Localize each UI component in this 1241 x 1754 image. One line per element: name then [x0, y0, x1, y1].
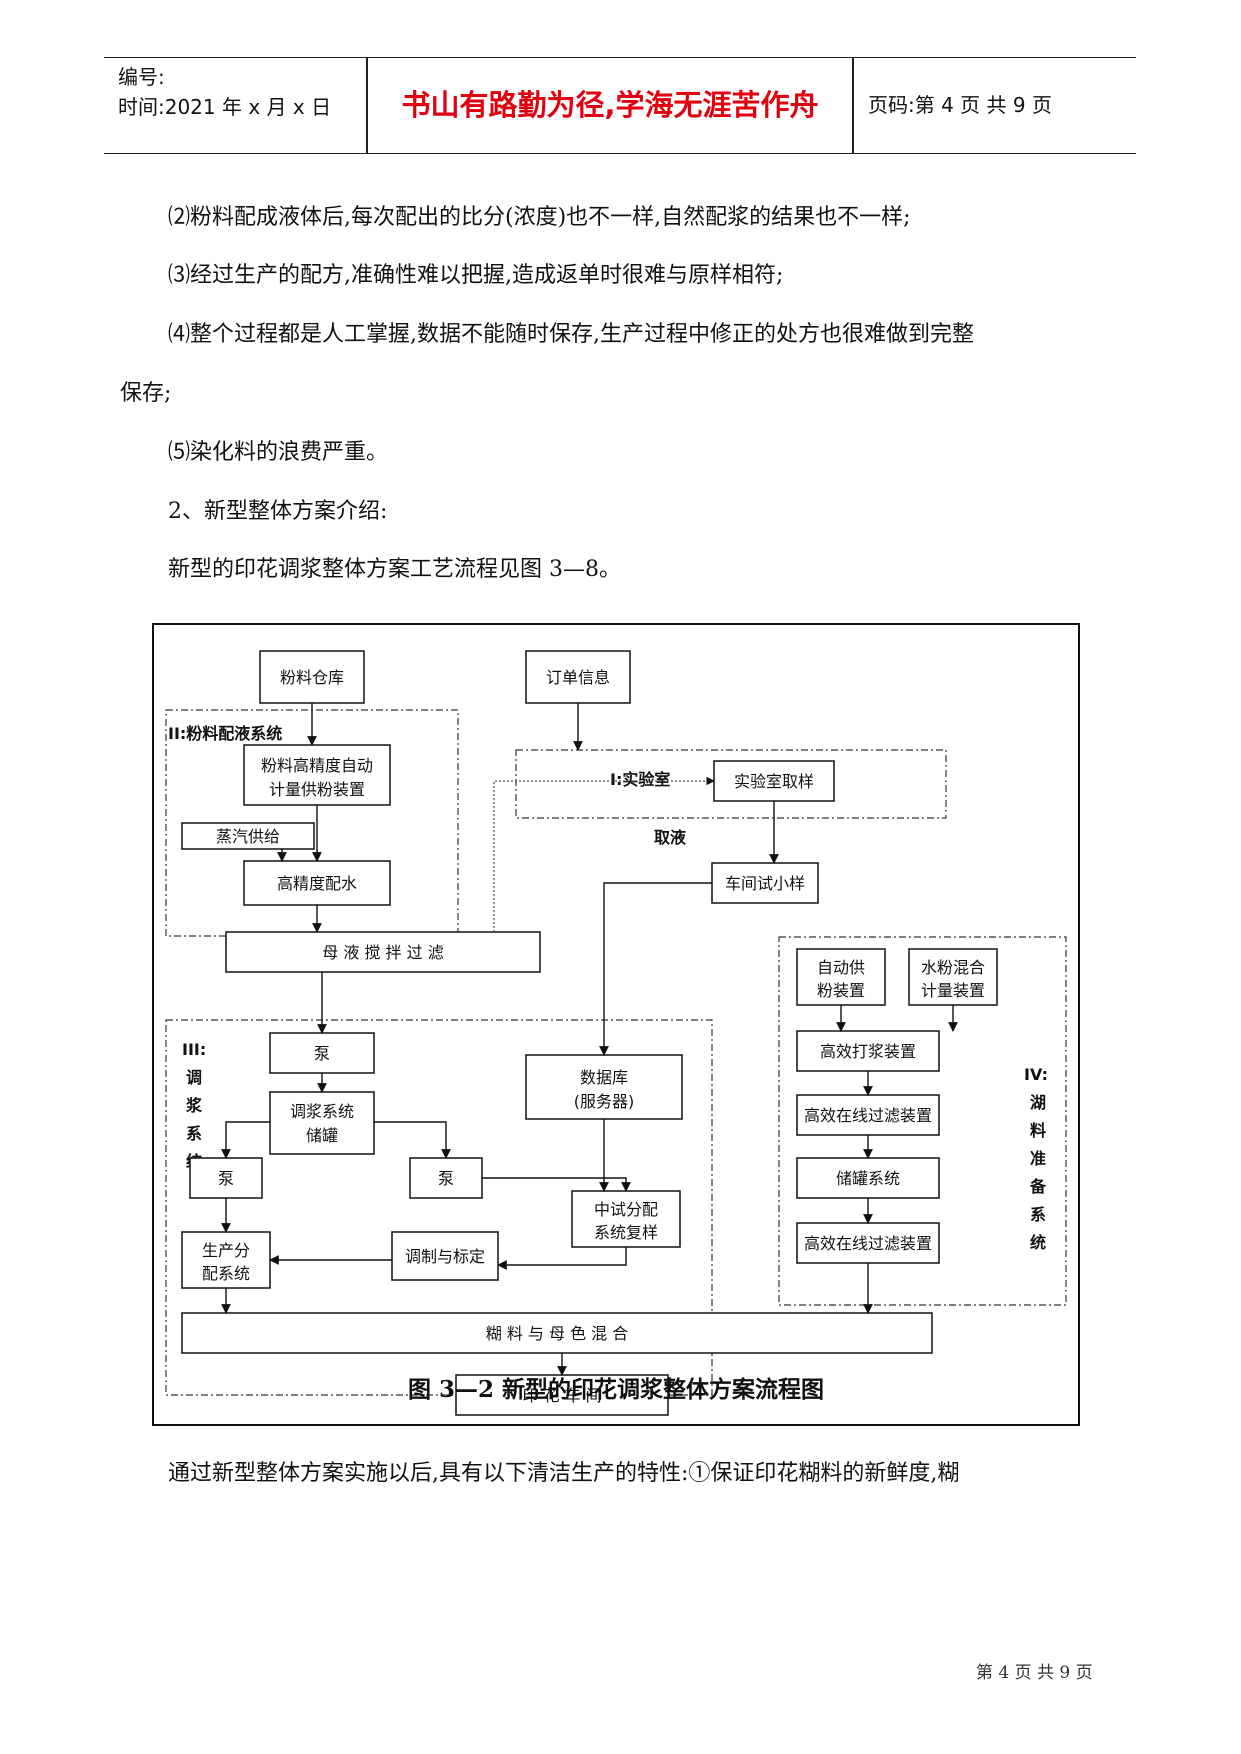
label-storage: 储罐系统: [836, 1169, 900, 1188]
node-powder-store: [259, 650, 365, 704]
figure-caption: 图 3—2 新型的印花调浆整体方案流程图: [407, 1376, 825, 1403]
node-auto-feed: [243, 744, 391, 806]
label-water-powder: 水粉混合: [921, 958, 985, 977]
group-label-powder-system: II:粉料配液系统: [168, 724, 282, 743]
label-auto-feed: 计量供粉装置: [269, 780, 365, 799]
label-auto-powder: 粉装置: [817, 981, 865, 1000]
label-mother-liquor: 母 液 搅 拌 过 滤: [322, 943, 443, 962]
group-label-mixing-char: 系: [186, 1124, 202, 1143]
group-label-paste-char: 料: [1030, 1121, 1046, 1140]
label-tank: 储罐: [306, 1126, 338, 1145]
node-paste-mix: [181, 1312, 933, 1354]
paragraph: 保存;: [120, 381, 172, 406]
node-pilot: [571, 1190, 681, 1248]
node-workshop-test: [711, 862, 819, 904]
group-label-mixing-system: III:: [182, 1040, 206, 1059]
label-paste-mix: 糊 料 与 母 色 混 合: [486, 1324, 629, 1343]
header-divider: [366, 58, 368, 153]
label-auto-feed: 粉料高精度自动: [261, 756, 373, 775]
dotted-arrow-to-lab: [493, 776, 715, 932]
label-filter1: 高效在线过滤装置: [804, 1106, 932, 1125]
page-header: 编号: 时间:2021 年 x 月 x 日 书山有路勤为径,学海无涯苦作舟 页码…: [104, 57, 1136, 154]
node-pump-top: [269, 1032, 375, 1074]
node-water-powder: [908, 948, 998, 1006]
group-frame-paste-system: [778, 936, 1067, 1306]
label-steam: 蒸汽供给: [216, 827, 280, 846]
paragraph: 2、新型整体方案介绍:: [168, 499, 388, 524]
node-auto-powder: [796, 948, 886, 1006]
label-water-powder: 计量装置: [921, 981, 985, 1000]
arrow: [482, 1177, 631, 1192]
group-label-paste-system: IV:: [1024, 1065, 1048, 1084]
flow-diagram-svg: II:粉料配液系统 I:实验室 取液 III: 调 浆 系 统 IV: 湖 料 …: [165, 650, 1067, 1416]
node-database: [525, 1054, 683, 1120]
group-label-paste-char: 系: [1030, 1205, 1046, 1224]
label-pilot: 中试分配: [594, 1200, 658, 1219]
label-powder-store: 粉料仓库: [280, 668, 344, 687]
group-label-paste-char: 统: [1030, 1233, 1046, 1252]
label-database: (服务器): [574, 1092, 635, 1111]
node-tank: [269, 1091, 375, 1155]
arrow: [374, 1121, 451, 1159]
paragraph: ⑷整个过程都是人工掌握,数据不能随时保存,生产过程中修正的处方也很难做到完整: [168, 322, 974, 347]
page-number-label: 页码:第 4 页 共 9 页: [868, 93, 1052, 117]
label-print-shop: 印 花 车 间: [522, 1386, 601, 1405]
paragraph: 新型的印花调浆整体方案工艺流程见图 3—8。: [168, 557, 621, 582]
label-tank: 调浆系统: [290, 1102, 354, 1121]
node-pump-mid: [409, 1157, 483, 1199]
group-frame-lab: [515, 749, 947, 819]
node-mother-liquor: [225, 931, 541, 973]
label-auto-powder: 自动供: [817, 958, 865, 977]
arrow: [599, 882, 712, 1056]
label-pump-mid: 泵: [438, 1169, 454, 1188]
paragraph: ⑸染化料的浪费严重。: [168, 440, 389, 465]
header-meta: 编号: 时间:2021 年 x 月 x 日: [118, 62, 358, 122]
label-pump-top: 泵: [314, 1044, 330, 1063]
group-label-lab: I:实验室: [610, 770, 670, 789]
label-order-info: 订单信息: [546, 668, 610, 687]
page-footer: 第 4 页 共 9 页: [976, 1663, 1093, 1683]
arrow: [221, 1121, 270, 1159]
group-label-mixing-char: 浆: [185, 1096, 203, 1115]
label-workshop-test: 车间试小样: [725, 874, 805, 893]
node-mix-calib: [391, 1231, 499, 1281]
node-water: [243, 860, 391, 906]
node-steam: [181, 822, 315, 850]
group-label-take-liquid: 取液: [654, 828, 687, 847]
label-filter2: 高效在线过滤装置: [804, 1234, 932, 1253]
flow-diagram: II:粉料配液系统 I:实验室 取液 III: 调 浆 系 统 IV: 湖 料 …: [152, 623, 1080, 1426]
group-label-paste-char: 备: [1029, 1177, 1047, 1196]
header-divider: [852, 58, 854, 153]
label-prod-dist: 配系统: [202, 1264, 250, 1283]
arrow: [497, 1247, 627, 1270]
number-label: 编号:: [118, 65, 165, 89]
label-lab-sample: 实验室取样: [734, 772, 814, 791]
group-label-paste-char: 湖: [1030, 1093, 1046, 1112]
paragraph: 通过新型整体方案实施以后,具有以下清洁生产的特性:①保证印花糊料的新鲜度,糊: [168, 1461, 960, 1486]
paragraph: ⑵粉料配成液体后,每次配出的比分(浓度)也不一样,自然配浆的结果也不一样;: [168, 205, 911, 230]
label-water: 高精度配水: [277, 874, 357, 893]
label-database: 数据库: [580, 1068, 628, 1087]
label-prod-dist: 生产分: [202, 1241, 250, 1260]
group-label-mixing-char: 调: [186, 1068, 202, 1087]
label-pump-left: 泵: [218, 1169, 234, 1188]
group-label-paste-char: 准: [1030, 1149, 1046, 1168]
node-pump-left: [189, 1157, 263, 1199]
group-frame-mixing-system: [165, 1019, 713, 1396]
time-label: 时间:2021 年 x 月 x 日: [118, 95, 332, 119]
label-mix-calib: 调制与标定: [405, 1247, 485, 1266]
paragraph: ⑶经过生产的配方,准确性难以把握,造成返单时很难与原样相符;: [168, 263, 784, 288]
header-motto: 书山有路勤为径,学海无涯苦作舟: [401, 88, 819, 122]
label-beater: 高效打浆装置: [820, 1042, 916, 1061]
label-pilot: 系统复样: [594, 1223, 658, 1242]
